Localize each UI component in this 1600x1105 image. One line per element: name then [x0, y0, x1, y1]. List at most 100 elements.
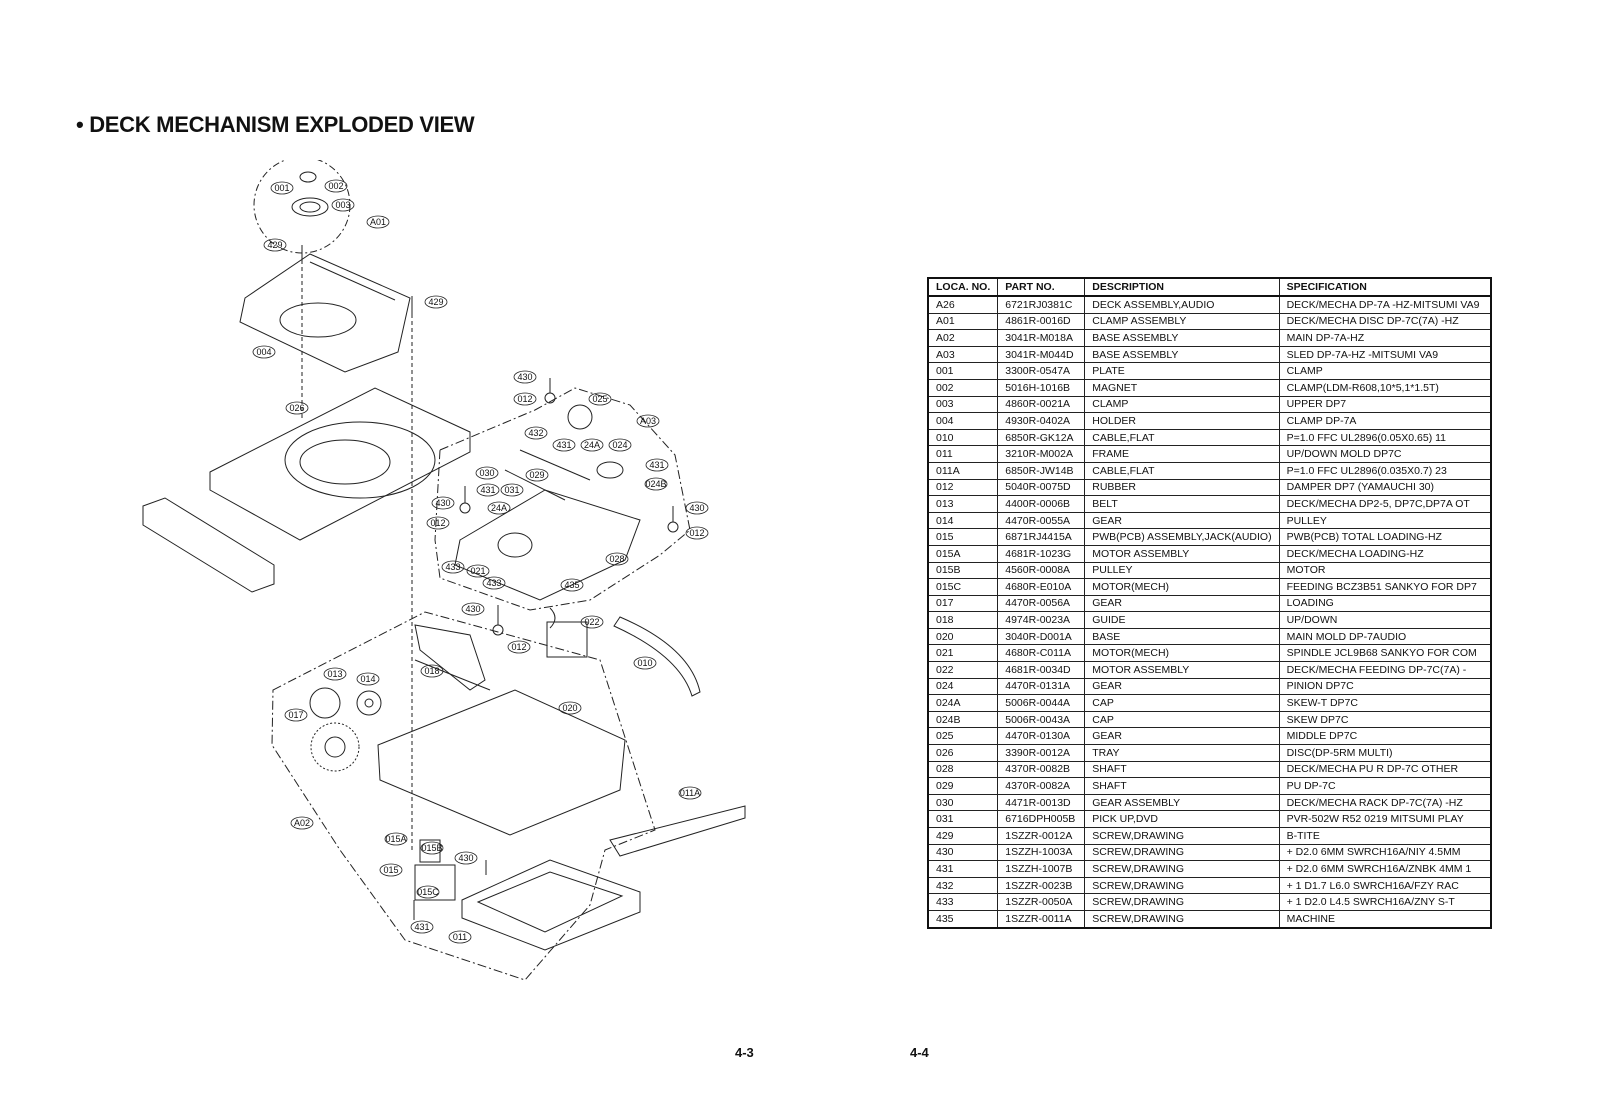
table-cell: MOTOR(MECH) — [1084, 578, 1280, 596]
table-cell: PWB(PCB) ASSEMBLY,JACK(AUDIO) — [1084, 528, 1280, 546]
callout-431: 431 — [476, 483, 500, 497]
table-cell: DECK/MECHA DISC DP-7C(7A) -HZ — [1278, 312, 1492, 331]
callout-429: 429 — [424, 295, 448, 309]
table-cell: 435 — [927, 909, 999, 929]
callout-430: 430 — [454, 851, 478, 865]
table-cell: DAMPER DP7 (YAMAUCHI 30) — [1278, 478, 1492, 497]
svg-text:431: 431 — [480, 485, 495, 495]
callout-015B: 015B — [420, 841, 444, 855]
svg-text:018: 018 — [424, 666, 439, 676]
callout-021: 021 — [466, 564, 490, 578]
table-cell: 1SZZR-0011A — [997, 909, 1086, 929]
table-cell: 022 — [927, 661, 999, 679]
main-base-outline — [271, 611, 656, 981]
table-cell: 013 — [927, 495, 999, 513]
table-cell: 003 — [927, 395, 999, 414]
table-cell: SHAFT — [1084, 760, 1280, 779]
callout-430: 430 — [685, 501, 709, 515]
table-cell: HOLDER — [1084, 412, 1280, 430]
table-cell: DECK/MECHA FEEDING DP-7C(7A) - — [1278, 661, 1492, 679]
table-cell: SCREW,DRAWING — [1084, 843, 1280, 862]
table-cell: GEAR — [1084, 727, 1280, 746]
callout-028: 028 — [605, 552, 629, 566]
table-cell: 4471R-0013D — [997, 793, 1086, 812]
svg-text:429: 429 — [428, 297, 443, 307]
table-cell: 010 — [927, 428, 999, 447]
callout-004: 004 — [252, 345, 276, 359]
table-cell: CABLE,FLAT — [1084, 461, 1280, 480]
table-cell: FRAME — [1084, 445, 1280, 463]
page-number-right: 4-4 — [910, 1045, 929, 1060]
callout-022: 022 — [580, 615, 604, 629]
column-header: PART NO. — [997, 277, 1086, 297]
table-cell: CABLE,FLAT — [1084, 428, 1280, 447]
callout-030: 030 — [475, 466, 499, 480]
spindle-motor — [497, 532, 533, 558]
table-cell: 015C — [927, 578, 999, 596]
callout-031: 031 — [500, 483, 524, 497]
callout-429: 429 — [263, 238, 287, 252]
svg-text:024B: 024B — [645, 479, 666, 489]
table-cell: SPINDLE JCL9B68 SANKYO FOR COM — [1278, 644, 1492, 663]
table-cell: 3041R-M044D — [997, 345, 1086, 364]
svg-text:012: 012 — [430, 518, 445, 528]
table-cell: 4680R-E010A — [997, 578, 1086, 596]
table-cell: 015B — [927, 561, 999, 580]
table-cell: 4860R-0021A — [997, 395, 1086, 414]
table-cell: SKEW-T DP7C — [1278, 694, 1492, 712]
svg-text:012: 012 — [517, 394, 532, 404]
table-cell: SCREW,DRAWING — [1084, 909, 1280, 929]
svg-text:430: 430 — [689, 503, 704, 513]
svg-text:029: 029 — [529, 470, 544, 480]
table-cell: UP/DOWN — [1278, 611, 1492, 629]
callout-017: 017 — [284, 708, 308, 722]
table-cell: 3390R-0012A — [997, 744, 1086, 762]
callout-014: 014 — [356, 672, 380, 686]
flat-cable-011A — [609, 805, 746, 857]
table-cell: 024 — [927, 677, 999, 696]
table-cell: 4470R-0055A — [997, 511, 1086, 530]
table-cell: 433 — [927, 893, 999, 911]
callout-010: 010 — [633, 656, 657, 670]
table-cell: 1SZZR-0012A — [997, 827, 1086, 845]
table-cell: A26 — [927, 295, 999, 314]
svg-text:429: 429 — [267, 240, 282, 250]
table-cell: SCREW,DRAWING — [1084, 860, 1280, 878]
table-cell: MAIN MOLD DP-7AUDIO — [1278, 627, 1492, 646]
callout-011A: 011A — [678, 786, 702, 800]
table-cell: 4681R-0034D — [997, 661, 1086, 679]
table-cell: TRAY — [1084, 744, 1280, 762]
front-bezel — [142, 497, 275, 593]
callout-431: 431 — [645, 458, 669, 472]
flat-cable-010 — [613, 616, 701, 697]
table-cell: PULLEY — [1084, 561, 1280, 580]
table-cell: P=1.0 FFC UL2896(0.05X0.65) 11 — [1278, 428, 1492, 447]
table-cell: DECK/MECHA LOADING-HZ — [1278, 544, 1492, 563]
table-cell: + D2.0 6MM SWRCH16A/ZNBK 4MM 1 — [1278, 860, 1492, 878]
table-cell: MAIN DP-7A-HZ — [1278, 329, 1492, 347]
table-cell: DECK/MECHA PU R DP-7C OTHER — [1278, 760, 1492, 779]
column-header: SPECIFICATION — [1278, 277, 1492, 297]
table-cell: SCREW,DRAWING — [1084, 827, 1280, 845]
table-cell: 6716DPH005B — [997, 810, 1086, 828]
up-down-frame — [461, 859, 641, 951]
table-cell: DECK/MECHA DP-7A -HZ-MITSUMI VA9 — [1278, 295, 1492, 314]
callout-430: 430 — [431, 496, 455, 510]
table-cell: MOTOR — [1278, 561, 1492, 580]
svg-text:028: 028 — [609, 554, 624, 564]
svg-text:430: 430 — [517, 372, 532, 382]
table-cell: 026 — [927, 744, 999, 762]
